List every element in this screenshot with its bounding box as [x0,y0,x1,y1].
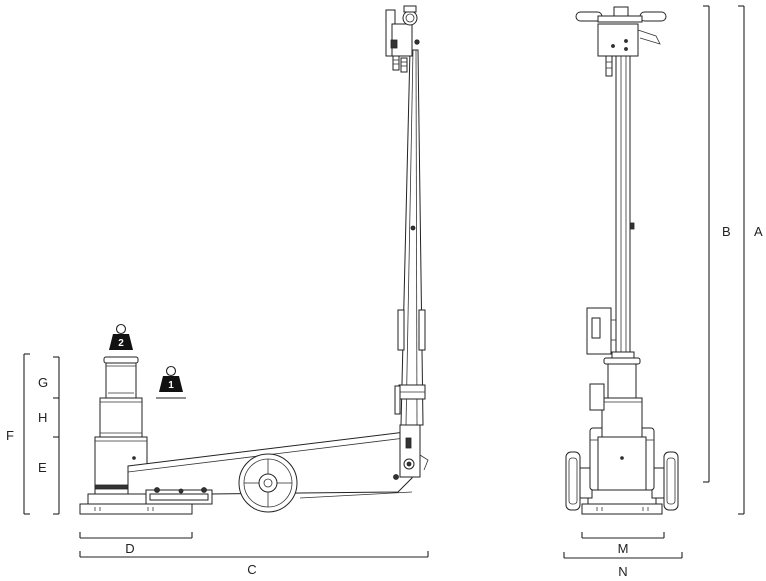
label-g: G [38,375,48,390]
label-a: A [754,224,763,239]
dimension-d: D [79,532,193,556]
front-cylinder [589,357,643,438]
side-handle [394,39,426,426]
label-e: E [38,460,47,475]
dimension-b: B [703,5,731,483]
label-f: F [6,428,14,443]
front-wheels [565,451,679,511]
weight-marker-1: 1 [156,365,186,399]
front-view: B A M N [563,5,763,579]
dimension-n: N [563,552,683,579]
label-c: C [247,562,256,577]
label-d: D [125,541,134,556]
dimension-f: F [6,353,30,515]
dimension-a: A [738,5,763,515]
side-wheel [238,453,298,513]
weight-number-1: 1 [168,380,174,391]
front-handle-column [611,55,635,359]
front-side-box [586,307,618,355]
weight-marker-2: 2 [109,323,133,350]
side-pivot-block [399,424,429,478]
front-handle-head [575,6,667,77]
side-view: 2 1 F G H E D [6,5,429,577]
label-b: B [722,224,731,239]
weight-number-2: 2 [118,338,124,349]
label-m: M [618,541,629,556]
dimension-ghe: G H E [38,356,60,515]
dimension-c: C [79,551,429,577]
front-base [581,487,663,515]
front-frame [589,427,655,491]
dimension-m: M [581,532,665,556]
label-n: N [618,564,627,579]
label-h: H [38,410,47,425]
side-handle-head [385,5,418,73]
